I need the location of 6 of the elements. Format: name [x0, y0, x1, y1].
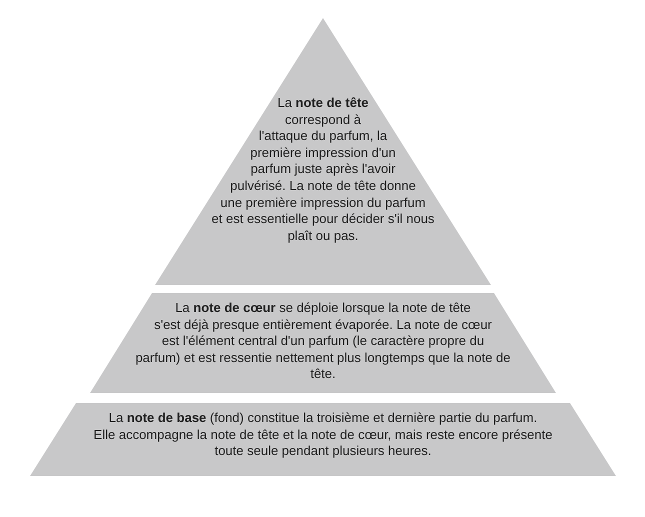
pyramid-tier [90, 293, 556, 393]
description-text: La note de cœur se déploie lorsque la note de tête s'est déjà presque entièrement évaporée. La note de cœur est l'élément central d'un parfum (le caractère propre du parfum) et est ressentie nettement plus longtemps que la note de tête. [135, 300, 511, 382]
description-text: La note de tête correspond à l'attaque du parfum, la première impression d'un parfum juste après l'avoir pulvérisé. La note de tête donne une première impression du parfum et est essentielle pour décider s'il nous plaît ou pas. [212, 95, 434, 243]
pyramid-tier [30, 403, 616, 476]
pyramid-apex [155, 18, 491, 285]
description-text: La note de base (fond) constitue la troisième et dernière partie du parfum. Elle accompagne la note de tête et la note de cœur, mais reste encore présente toute seule pendant plusieurs heures. [94, 410, 552, 458]
